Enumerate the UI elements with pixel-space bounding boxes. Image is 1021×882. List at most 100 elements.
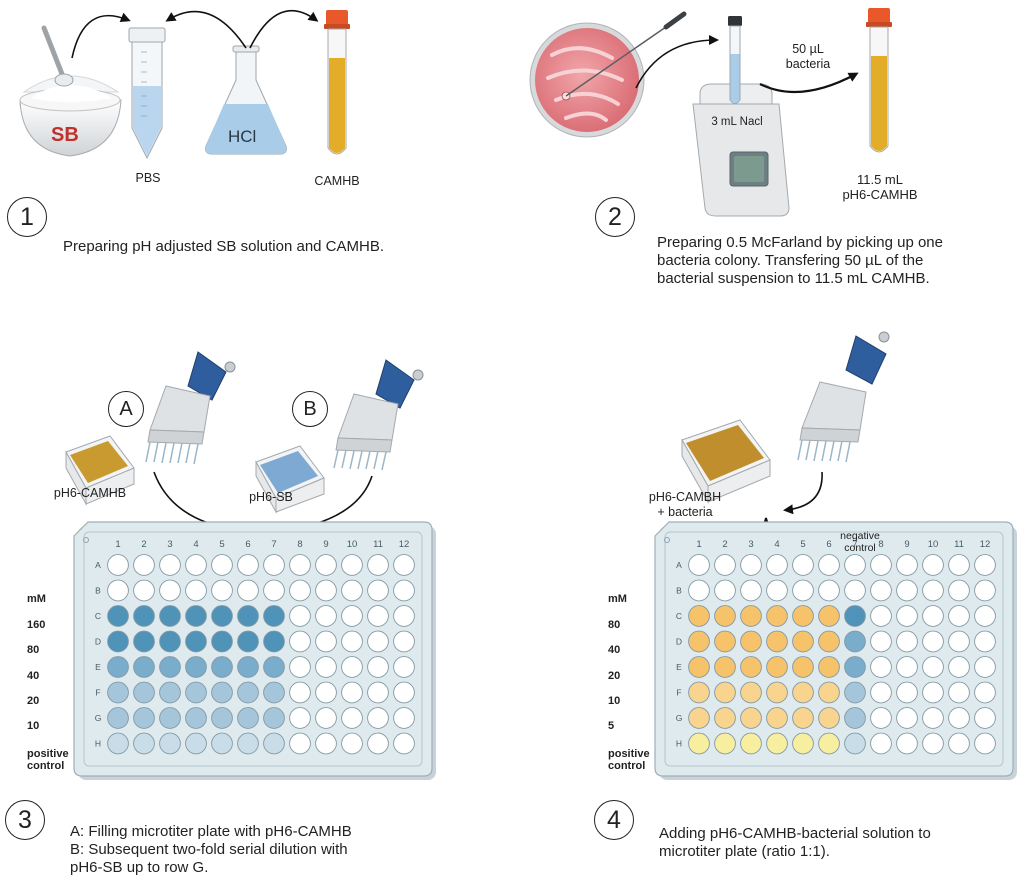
plate-well (922, 681, 944, 704)
plate-well (237, 707, 259, 729)
plate-well (185, 554, 207, 576)
plate-well (974, 579, 996, 602)
sub-step-a: A (108, 391, 144, 427)
plate4-conc-f: 10 (608, 695, 621, 707)
step-3-line-3: pH6-SB up to row G. (70, 859, 209, 876)
plate-well (948, 605, 970, 627)
reservoir-bacteria-label: pH6-CAMBH + bacteria (630, 490, 740, 520)
plate-well (974, 732, 996, 755)
plate-well (870, 732, 892, 755)
plate3-conc-f: 20 (27, 695, 40, 707)
plate-well (107, 732, 129, 755)
plate-corner-mark (83, 537, 89, 543)
camhb-tube (324, 10, 350, 155)
plate-well (948, 707, 970, 729)
plate-well (740, 605, 762, 627)
plate-well (766, 579, 788, 602)
plate-well (844, 605, 866, 627)
plate3-conc-e: 40 (27, 670, 40, 682)
plate-well (688, 656, 710, 678)
plate-well (766, 707, 788, 729)
plate-well (133, 579, 155, 602)
plate-well (766, 732, 788, 755)
panel-3-illustration (65, 351, 424, 534)
plate-column-label: 8 (878, 539, 883, 550)
ph6-camhb-tube-label: 11.5 mL pH6-CAMHB (832, 172, 928, 202)
plate-well (688, 554, 710, 576)
step-4-number: 4 (594, 800, 634, 840)
plate3-conc-g: 10 (27, 720, 40, 732)
plate-well (341, 656, 363, 678)
plate-well (766, 630, 788, 653)
plate-well (688, 630, 710, 653)
plate-column-label: 2 (141, 539, 146, 550)
step-1-number: 1 (7, 197, 47, 237)
transfer-volume-line-1: 50 µL (792, 42, 824, 56)
plate-well (870, 707, 892, 729)
step-3-number: 3 (5, 800, 45, 840)
plate-well (844, 579, 866, 602)
step-4-line-2: microtiter plate (ratio 1:1). (659, 843, 830, 860)
plate-well (315, 605, 337, 627)
plate-well (922, 579, 944, 602)
camhb-label: CAMHB (314, 174, 360, 188)
plate-well (870, 630, 892, 653)
plate-well (714, 732, 736, 755)
ph6-camhb-tube-line-2: pH6-CAMHB (842, 187, 918, 202)
panel-4-illustration (681, 331, 890, 541)
plate-well (688, 732, 710, 755)
plate-well (185, 630, 207, 653)
plate-well (740, 579, 762, 602)
plate-column-label: 9 (904, 539, 909, 550)
plate-well (367, 605, 389, 627)
plate-column-label: 9 (323, 539, 328, 550)
plate-well (185, 579, 207, 602)
plate-well (211, 579, 233, 602)
plate-well (159, 630, 181, 653)
reservoir-bacteria (681, 419, 771, 504)
plate-well (714, 554, 736, 576)
plate-well (948, 554, 970, 576)
plate-well (818, 681, 840, 704)
plate-well (792, 707, 814, 729)
plate-well (211, 605, 233, 627)
plate-well (263, 681, 285, 704)
plate-well (818, 554, 840, 576)
plate-column-label: 3 (167, 539, 172, 550)
plate-well (107, 630, 129, 653)
plate3-positive-control: positive control (27, 748, 69, 772)
reservoir-a (65, 435, 135, 506)
plate-well (159, 707, 181, 729)
plate-well (870, 681, 892, 704)
plate-well (792, 554, 814, 576)
plate-row-label: F (95, 688, 100, 698)
plate-well (818, 707, 840, 729)
plate-well (263, 656, 285, 678)
plate-well (792, 681, 814, 704)
plate-well (341, 630, 363, 653)
plate4-positive-line-1: positive (608, 748, 650, 760)
plate-well (922, 732, 944, 755)
plate-well (393, 630, 415, 653)
negative-control-line-2: control (844, 542, 876, 554)
plate-well (341, 579, 363, 602)
hcl-label: HCl (228, 127, 257, 146)
plate-row-label: D (95, 637, 101, 647)
step-4-description: Adding pH6-CAMHB-bacterial solution to m… (659, 825, 931, 861)
plate-well (922, 554, 944, 576)
plate-well (367, 681, 389, 704)
sub-step-b: B (292, 391, 328, 427)
plate-well (211, 656, 233, 678)
plate-well (766, 605, 788, 627)
plate-well (974, 605, 996, 627)
plate-well (688, 605, 710, 627)
pbs-tube (128, 27, 166, 160)
plate-well (740, 630, 762, 653)
hcl-flask (205, 45, 287, 155)
plate-well (289, 732, 311, 755)
plate-well (896, 554, 918, 576)
plate-column-label: 11 (373, 539, 383, 550)
plate-well (107, 656, 129, 678)
plate-well (159, 681, 181, 704)
